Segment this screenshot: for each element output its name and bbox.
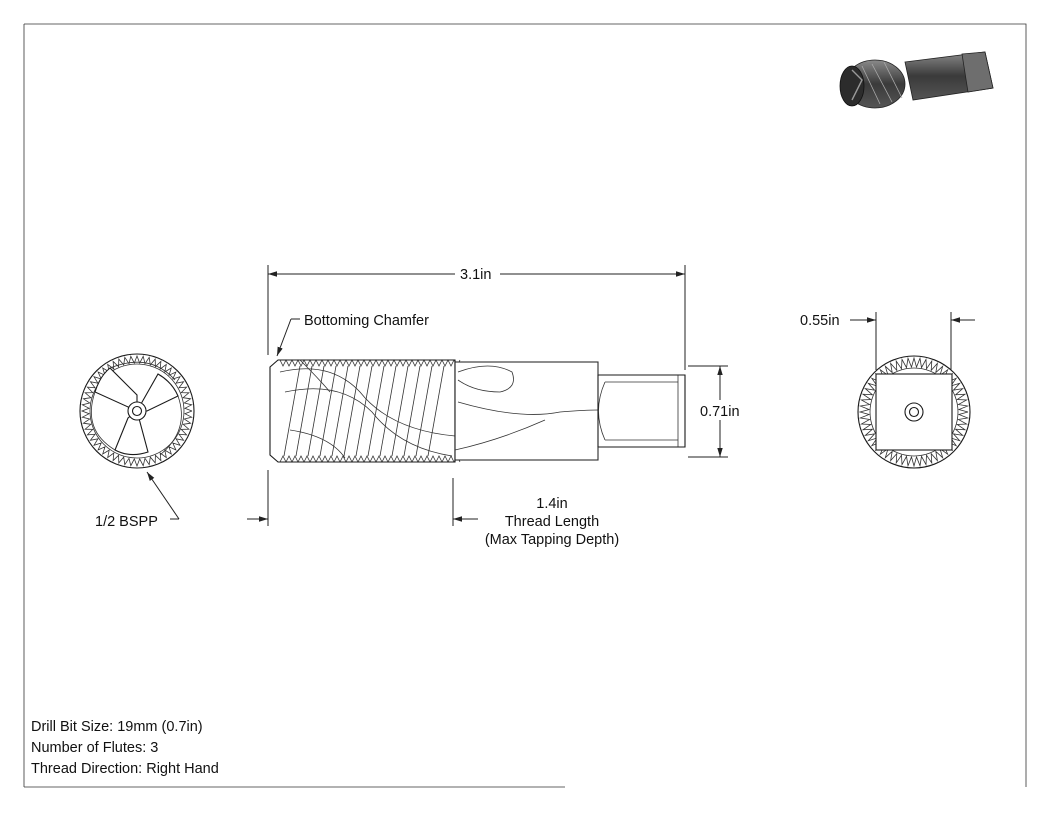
note-flutes: Number of Flutes: 3: [31, 740, 159, 756]
side-view-thread-crests-top: [279, 359, 461, 367]
chamfer-callout: Bottoming Chamfer: [276, 313, 429, 357]
drawing-notes: Drill Bit Size: 19mm (0.7in) Number of F…: [31, 717, 219, 780]
left-end-view: [79, 353, 195, 469]
chamfer-label: Bottoming Chamfer: [304, 313, 429, 329]
thread-length-note: (Max Tapping Depth): [485, 532, 619, 548]
right-end-view: [857, 355, 971, 469]
thread-size-label: 1/2 BSPP: [95, 514, 158, 530]
side-view-thread-helix: [283, 365, 445, 457]
note-thread-direction: Thread Direction: Right Hand: [31, 761, 219, 777]
shank-width-dimension: 0.71in: [688, 365, 740, 458]
thread-length-label: Thread Length: [505, 514, 599, 530]
isometric-preview: [839, 51, 994, 109]
square-width-label: 0.55in: [800, 313, 840, 329]
overall-length-dimension: 3.1in: [267, 265, 686, 370]
side-view-thread-crests-bottom: [279, 455, 461, 463]
note-drill-bit-size: Drill Bit Size: 19mm (0.7in): [31, 719, 203, 735]
right-view-thread-teeth: [858, 356, 970, 468]
overall-length-label: 3.1in: [460, 267, 491, 283]
thread-length-dimension: 1.4in Thread Length (Max Tapping Depth): [247, 470, 619, 548]
square-width-dimension: 0.55in: [800, 312, 975, 370]
side-view: [269, 359, 686, 463]
sheet-border: [23, 23, 1027, 788]
shank-width-label: 0.71in: [700, 404, 740, 420]
left-view-thread-teeth: [80, 354, 193, 468]
thread-length-value: 1.4in: [536, 496, 567, 512]
thread-size-callout: 1/2 BSPP: [95, 471, 180, 530]
